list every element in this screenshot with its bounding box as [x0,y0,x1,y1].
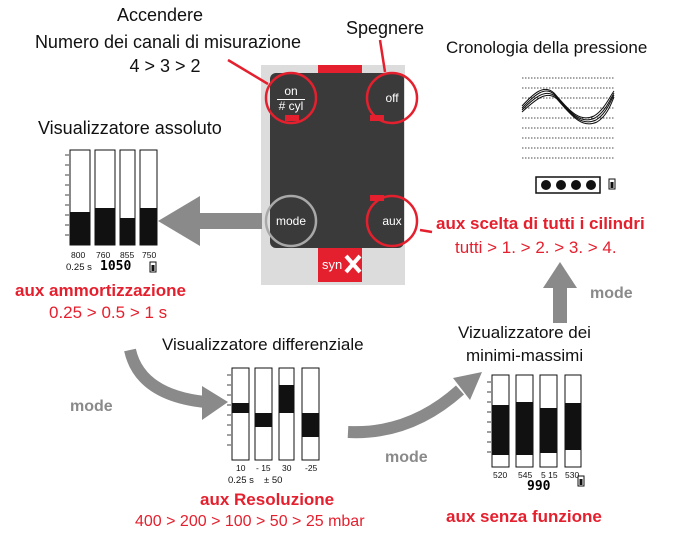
diff-value-4: -25 [305,463,318,473]
brand-label: syn [322,257,343,272]
diff-value-2: - 15 [256,463,271,473]
mode-button-ring [264,194,318,248]
arrow-to-minmax [347,372,482,439]
label-aux-resoluzione: aux Resoluzione [200,490,335,509]
on-divider [277,99,305,100]
label-aux-scelta: aux scelta di tutti i cilindri [436,214,645,233]
diff-time: 0.25 s [228,475,254,486]
label-minmax-1: Vizualizzatore dei [458,323,591,342]
mode-label-differential: mode [70,398,113,415]
aux-button-ring [365,194,419,248]
minmax-value-1: 520 [493,470,508,480]
label-resoluzione-seq: 400 > 200 > 100 > 50 > 25 mbar [135,513,365,530]
abs-time: 0.25 s [66,262,92,273]
abs-value-1: 800 [71,250,86,260]
mode-label-history: mode [590,285,633,302]
mode-label-minmax: mode [385,449,428,466]
diff-range: ± 50 [264,475,283,486]
cyl-label: # cyl [278,99,304,113]
diff-value-1: 10 [236,463,246,473]
absolute-fills [70,208,157,245]
label-accendere: Accendere [116,5,204,25]
abs-value-4: 750 [142,250,157,260]
minmax-ticks [487,381,491,453]
off-button[interactable]: off [385,91,399,105]
label-ammortizzazione-seq: 0.25 > 0.5 > 1 s [49,303,168,322]
history-display [522,77,614,159]
pointer-aux [419,228,433,234]
label-spegnere: Spegnere [346,18,425,38]
on-button-ring [264,71,318,125]
label-aux-ammortizzazione: aux ammortizzazione [15,281,186,300]
arrow-to-differential [124,348,228,420]
abs-total: 1050 [100,259,132,274]
aux-button[interactable]: aux [382,214,402,228]
battery-icon-history [608,178,616,190]
mode-button[interactable]: mode [275,214,307,228]
label-numero-canali: Numero dei canali di misurazione [34,32,302,52]
minmax-fills [492,402,581,455]
label-aux-senza: aux senza funzione [446,507,602,526]
label-cronologia: Cronologia della pressione [446,38,648,57]
differential-ticks [227,374,231,446]
pointer-on [227,58,269,86]
on-label: on [284,84,298,98]
brand-x-icon [344,254,362,274]
label-aux-scelta-seq: tutti > 1. > 2. > 3. > 4. [455,238,617,257]
arrow-to-history [543,262,577,323]
arrow-to-absolute [158,196,262,246]
minmax-value-4: 530 [565,470,580,480]
history-curves [521,88,615,125]
diff-value-3: 30 [282,463,292,473]
absolute-ticks [65,154,69,236]
minmax-total: 990 [527,479,551,494]
history-indicator [535,176,601,194]
minmax-value-2: 545 [518,470,533,480]
pointer-off [378,39,387,73]
device [261,65,405,285]
label-minmax-2: minimi-massimi [466,346,584,365]
label-visual-assoluto: Visualizzatore assoluto [38,118,222,138]
differential-fills [232,385,319,437]
minmax-value-3: 5 15 [541,470,558,480]
battery-icon-abs [149,261,157,273]
label-canali-seq: 4 > 3 > 2 [129,56,201,76]
abs-value-3: 855 [120,250,135,260]
battery-icon-minmax [577,475,585,487]
abs-value-2: 760 [96,250,111,260]
off-button-ring [365,71,419,125]
on-cyl-button[interactable]: on # cyl [274,85,308,113]
label-visual-differenziale: Visualizzatore differenziale [162,335,364,354]
